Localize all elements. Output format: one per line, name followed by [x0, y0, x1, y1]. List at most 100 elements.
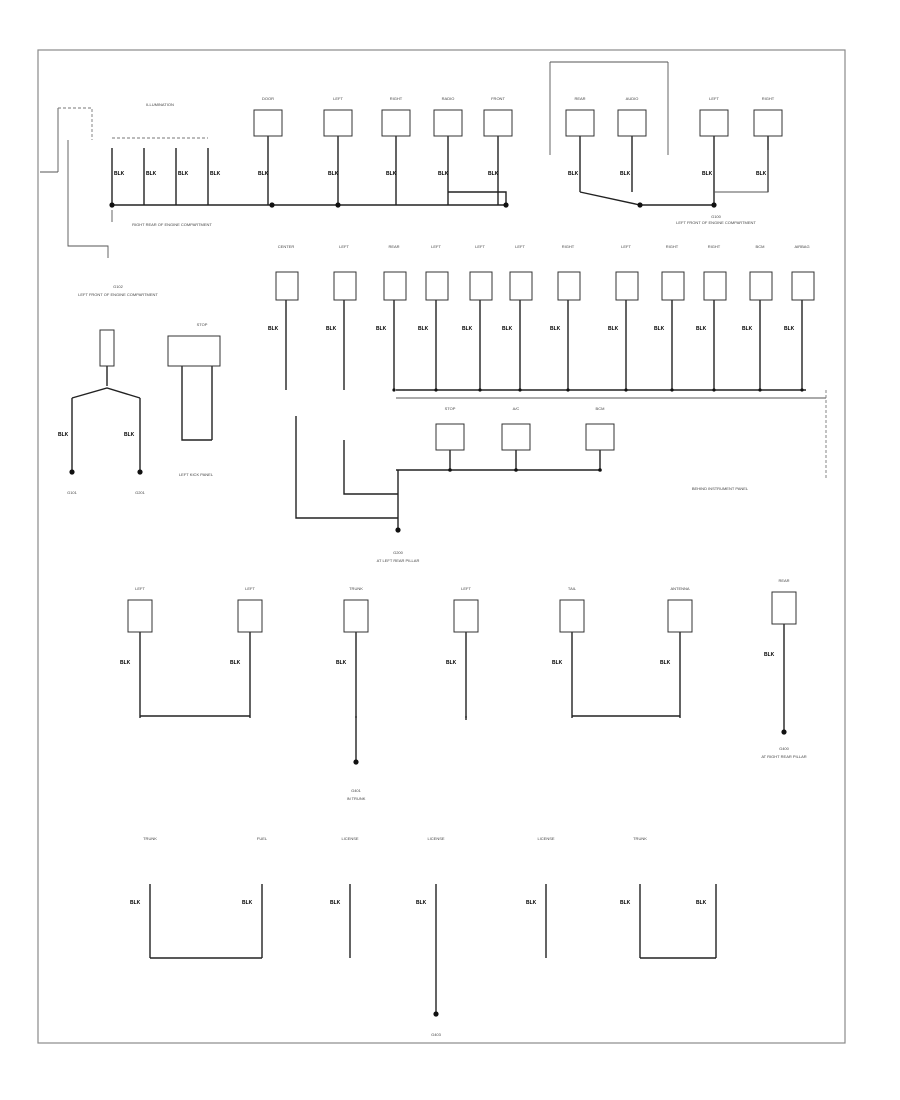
- component-label: LEFT: [461, 586, 471, 591]
- wire-code: BLK: [620, 171, 631, 177]
- component-label: BCM: [756, 244, 765, 249]
- component-box: [699, 109, 729, 137]
- wire-code: BLK: [376, 326, 387, 332]
- component-box: [791, 271, 815, 301]
- component-box: [661, 271, 685, 301]
- ground-point: [109, 202, 115, 208]
- component-label: CENTER: [278, 244, 295, 249]
- wire-code: BLK: [620, 900, 631, 906]
- component-box: [381, 109, 411, 137]
- wire-code: BLK: [446, 660, 457, 666]
- component-box: [433, 109, 463, 137]
- component-label: BCM: [596, 406, 605, 411]
- ground-point-label: G200: [393, 550, 404, 555]
- component-label: LEFT: [339, 244, 349, 249]
- ground-note: LEFT KICK PANEL: [179, 472, 214, 477]
- component-label: ILLUMINATION: [146, 102, 174, 107]
- wire-code: BLK: [696, 900, 707, 906]
- component-label: TRUNK: [143, 836, 157, 841]
- ground-point: [503, 202, 509, 208]
- component-label: RIGHT: [762, 96, 775, 101]
- ground-point: [137, 469, 143, 475]
- wire-code: BLK: [326, 326, 337, 332]
- wire-code: BLK: [654, 326, 665, 332]
- ground-point: [637, 202, 643, 208]
- wire-code: BLK: [742, 326, 753, 332]
- ground-point-layer: [69, 202, 804, 1017]
- component-box: [275, 271, 299, 301]
- ground-note: LEFT FRONT OF ENGINE COMPARTMENT: [78, 292, 158, 297]
- wire-code: BLK: [130, 900, 141, 906]
- ground-point-label: G400: [779, 746, 790, 751]
- wire-code: BLK: [756, 171, 767, 177]
- wire-code: BLK: [386, 171, 397, 177]
- component-label: DOOR: [262, 96, 274, 101]
- component-label: AIRBAG: [794, 244, 809, 249]
- component-label: LEFT: [333, 96, 343, 101]
- wire-code: BLK: [124, 432, 135, 438]
- wire-layer: [40, 61, 827, 1012]
- component-box: [617, 109, 647, 137]
- component-box: [383, 271, 407, 301]
- component-box: [343, 599, 369, 633]
- component-label: FUEL: [257, 836, 268, 841]
- component-label: LICENSE: [427, 836, 444, 841]
- component-label: FRONT: [491, 96, 505, 101]
- component-box: [435, 423, 465, 451]
- component-label: LEFT: [431, 244, 441, 249]
- wire-code: BLK: [146, 171, 157, 177]
- ground-note: RIGHT REAR OF ENGINE COMPARTMENT: [132, 222, 212, 227]
- component-label: LEFT: [245, 586, 255, 591]
- ground-point: [335, 202, 341, 208]
- ground-point: [598, 468, 602, 472]
- wire-code: BLK: [416, 900, 427, 906]
- component-box: [453, 599, 479, 633]
- wire-code: BLK: [418, 326, 429, 332]
- component-box: [127, 599, 153, 633]
- ground-point: [624, 388, 628, 392]
- component-label: RADIO: [442, 96, 455, 101]
- component-box: [323, 109, 353, 137]
- component-label: REAR: [388, 244, 399, 249]
- wire-code: BLK: [178, 171, 189, 177]
- component-box: [253, 109, 283, 137]
- wire-code: BLK: [210, 171, 221, 177]
- component-box: [749, 271, 773, 301]
- ground-point: [353, 759, 359, 765]
- ground-point: [433, 1011, 439, 1017]
- wire-segment: [714, 150, 769, 193]
- component-label: RIGHT: [708, 244, 721, 249]
- wire-segment: [181, 366, 212, 441]
- ground-point: [448, 468, 452, 472]
- component-box: [753, 109, 783, 137]
- wire-code: BLK: [526, 900, 537, 906]
- ground-note: IN TRUNK: [347, 796, 366, 801]
- wire-code: BLK: [552, 660, 563, 666]
- wire-segment: [448, 191, 507, 205]
- wire-code: BLK: [660, 660, 671, 666]
- ground-point-label: G401: [351, 788, 362, 793]
- wire-code: BLK: [268, 326, 279, 332]
- ground-point-label: G201: [135, 490, 146, 495]
- wire-code: BLK: [784, 326, 795, 332]
- wire-code: BLK: [242, 900, 253, 906]
- component-label: LICENSE: [537, 836, 554, 841]
- wire-segment: [579, 191, 714, 206]
- ground-point: [712, 388, 716, 392]
- wire-code: BLK: [330, 900, 341, 906]
- component-label: ANTENNA: [670, 586, 689, 591]
- wire-code: BLK: [328, 171, 339, 177]
- wire-code: BLK: [608, 326, 619, 332]
- component-box: [237, 599, 263, 633]
- component-label: LICENSE: [341, 836, 358, 841]
- ground-point: [711, 202, 717, 208]
- component-label: RIGHT: [390, 96, 403, 101]
- component-box: [667, 599, 693, 633]
- wire-code: BLK: [502, 326, 513, 332]
- component-label: AUDIO: [626, 96, 639, 101]
- ground-point: [800, 388, 804, 392]
- ground-point: [69, 469, 75, 475]
- component-label: TRUNK: [633, 836, 647, 841]
